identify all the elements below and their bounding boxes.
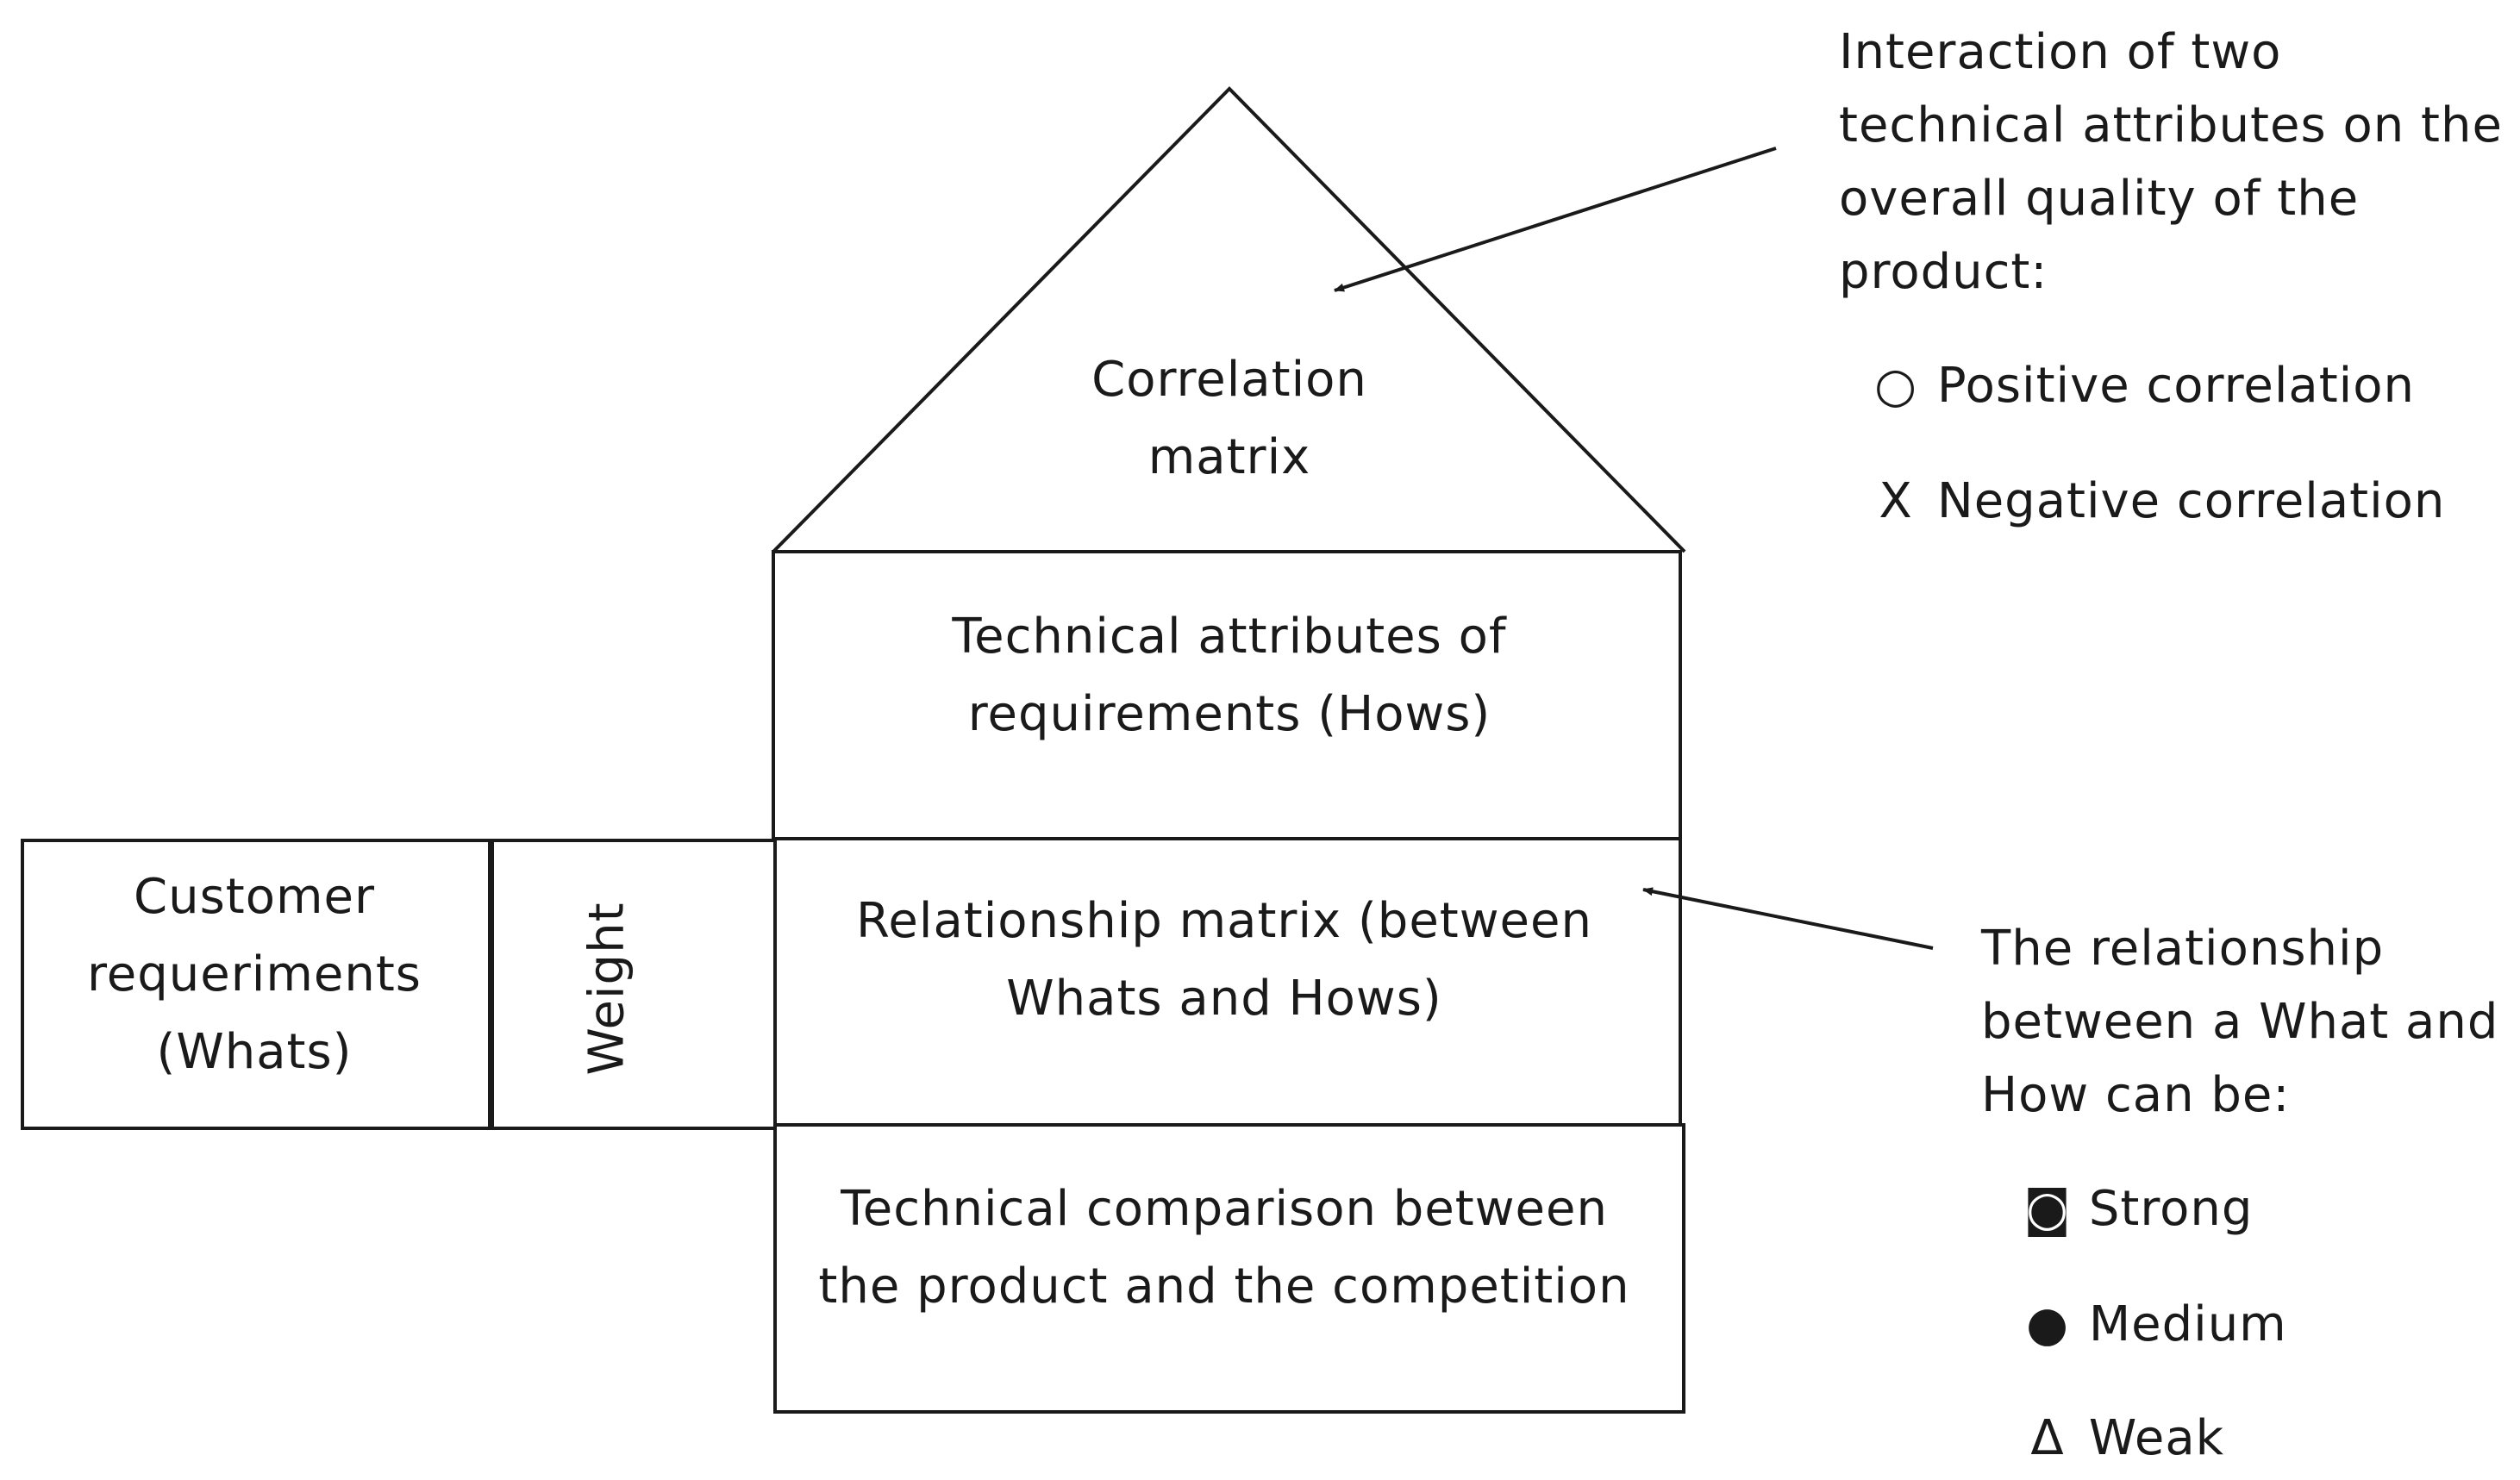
whats-label: Customer requeriments (Whats) — [87, 869, 422, 1080]
x-mark-icon: X — [1879, 473, 1913, 529]
legend-medium-label: Medium — [2088, 1296, 2287, 1352]
legend-positive: ○ Positive correlation — [1871, 356, 2415, 416]
legend-positive-label: Positive correlation — [1936, 358, 2415, 414]
relationship-note: The relationship between a What and How … — [1981, 921, 2499, 1123]
correlation-note: Interaction of two technical attributes … — [1839, 24, 2503, 300]
comparison-box — [773, 1123, 1685, 1414]
relationship-arrow — [1642, 887, 1934, 950]
filled-circle-icon: ● — [2026, 1296, 2069, 1352]
legend-strong-label: Strong — [2088, 1181, 2254, 1237]
relationship-label: Relationship matrix (between Whats and H… — [856, 893, 1592, 1027]
correlation-arrow — [1334, 147, 1777, 292]
legend-medium: ● Medium — [2023, 1295, 2287, 1355]
inverse-circle-square-icon: ◙ — [2023, 1181, 2072, 1237]
weight-label: Weight — [578, 902, 635, 1076]
legend-weak-label: Weak — [2088, 1410, 2225, 1466]
weight-box — [491, 839, 777, 1130]
comparison-label: Technical comparison between the product… — [818, 1181, 1630, 1315]
open-circle-icon: ○ — [1874, 358, 1917, 414]
hows-label: Technical attributes of requirements (Ho… — [952, 609, 1507, 742]
whats-box — [21, 839, 491, 1130]
legend-negative: X Negative correlation — [1871, 471, 2445, 532]
roof-label: Correlation matrix — [1091, 352, 1367, 485]
delta-triangle-icon: Δ — [2030, 1410, 2065, 1466]
roof-triangle — [772, 86, 1686, 553]
legend-strong: ◙ Strong — [2023, 1179, 2253, 1240]
legend-negative-label: Negative correlation — [1936, 473, 2446, 529]
legend-weak: Δ Weak — [2023, 1408, 2224, 1469]
